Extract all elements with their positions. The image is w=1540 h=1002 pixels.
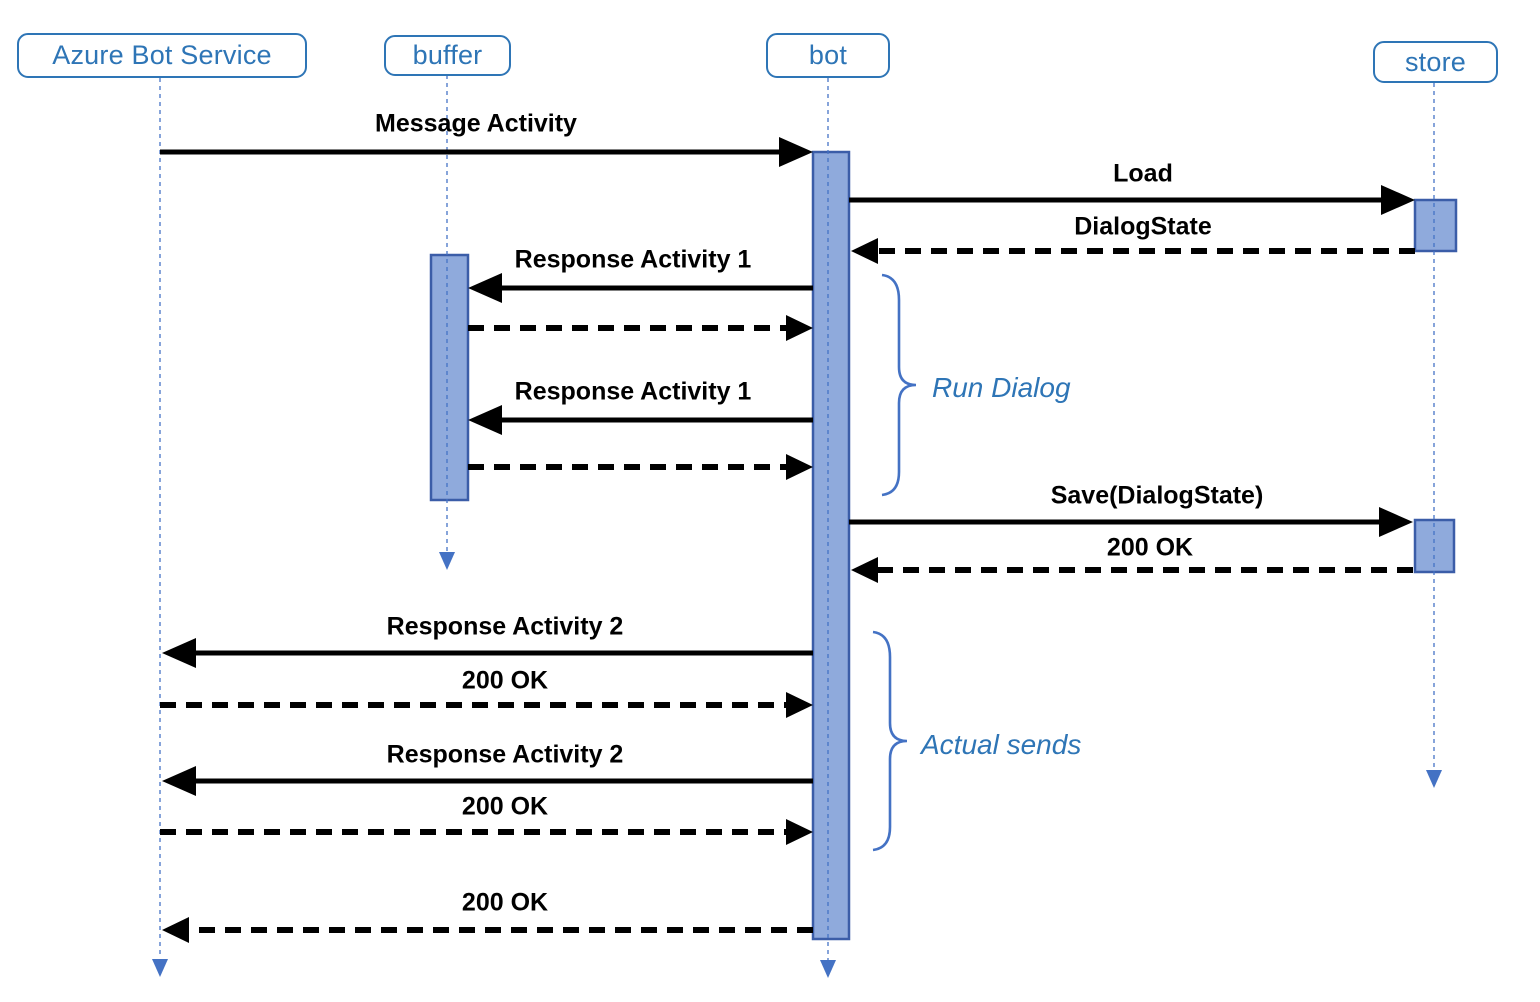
arrow-dialogstate xyxy=(851,238,1415,264)
participant-store: store xyxy=(1373,41,1498,83)
message-label-200ok-store: 200 OK xyxy=(1106,533,1194,562)
arrow-200ok-final xyxy=(162,917,813,943)
buffer-lifeline-arrow-icon xyxy=(439,552,455,570)
brace-icons xyxy=(872,273,917,852)
message-label-dialogstate: DialogState xyxy=(1074,212,1212,241)
arrow-response-activity-1b xyxy=(468,405,813,435)
azure-bot-service-lifeline-arrow-icon xyxy=(152,959,168,977)
arrow-response-activity-1a xyxy=(468,273,813,303)
message-label-response-activity-1b: Response Activity 1 xyxy=(514,377,752,406)
buffer-activation-bar xyxy=(429,253,470,502)
message-label-save-dialogstate: Save(DialogState) xyxy=(1050,481,1264,510)
arrow-buffer-ack-2 xyxy=(468,454,813,480)
participant-label: store xyxy=(1404,46,1467,77)
message-label-200ok-final: 200 OK xyxy=(461,888,549,917)
participant-label: Azure Bot Service xyxy=(52,40,272,70)
arrow-save-dialogstate xyxy=(849,507,1413,537)
message-label-load: Load xyxy=(1113,159,1173,188)
bot-lifeline-arrow-icon xyxy=(820,960,836,978)
store-activation-bar-load xyxy=(1413,198,1458,253)
annotation-actual-sends: Actual sends xyxy=(921,729,1082,760)
arrow-message-activity xyxy=(160,137,813,167)
message-arrows xyxy=(160,137,1415,943)
message-label-message-activity: Message Activity xyxy=(375,109,577,138)
arrow-response-activity-2a xyxy=(162,638,813,668)
participant-bot: bot xyxy=(766,33,890,78)
lifelines xyxy=(159,75,1435,960)
arrow-200ok-abs-2 xyxy=(160,819,813,845)
arrow-load xyxy=(849,185,1415,215)
participant-buffer: buffer xyxy=(384,35,511,76)
store-lifeline-arrow-icon xyxy=(1426,770,1442,788)
arrow-buffer-ack-1 xyxy=(468,315,813,341)
arrow-200ok-store xyxy=(851,557,1413,583)
participant-label: bot xyxy=(808,40,848,70)
message-label-response-activity-2a: Response Activity 2 xyxy=(386,612,624,641)
lifeline-end-arrows xyxy=(152,552,1442,978)
message-label-200ok-2: 200 OK xyxy=(461,792,549,821)
bot-activation-bar xyxy=(811,150,851,941)
message-label-response-activity-1a: Response Activity 1 xyxy=(514,245,752,274)
arrow-200ok-abs-1 xyxy=(160,692,813,718)
actual-sends-brace-icon xyxy=(872,630,908,852)
participant-azure-bot-service: Azure Bot Service xyxy=(17,33,307,78)
run-dialog-brace-icon xyxy=(881,273,917,497)
activation-bars xyxy=(429,150,1458,941)
arrow-response-activity-2b xyxy=(162,766,813,796)
annotation-run-dialog: Run Dialog xyxy=(932,372,1071,403)
message-label-response-activity-2b: Response Activity 2 xyxy=(386,740,624,769)
participant-label: buffer xyxy=(412,40,483,70)
message-label-200ok-1: 200 OK xyxy=(461,666,549,695)
